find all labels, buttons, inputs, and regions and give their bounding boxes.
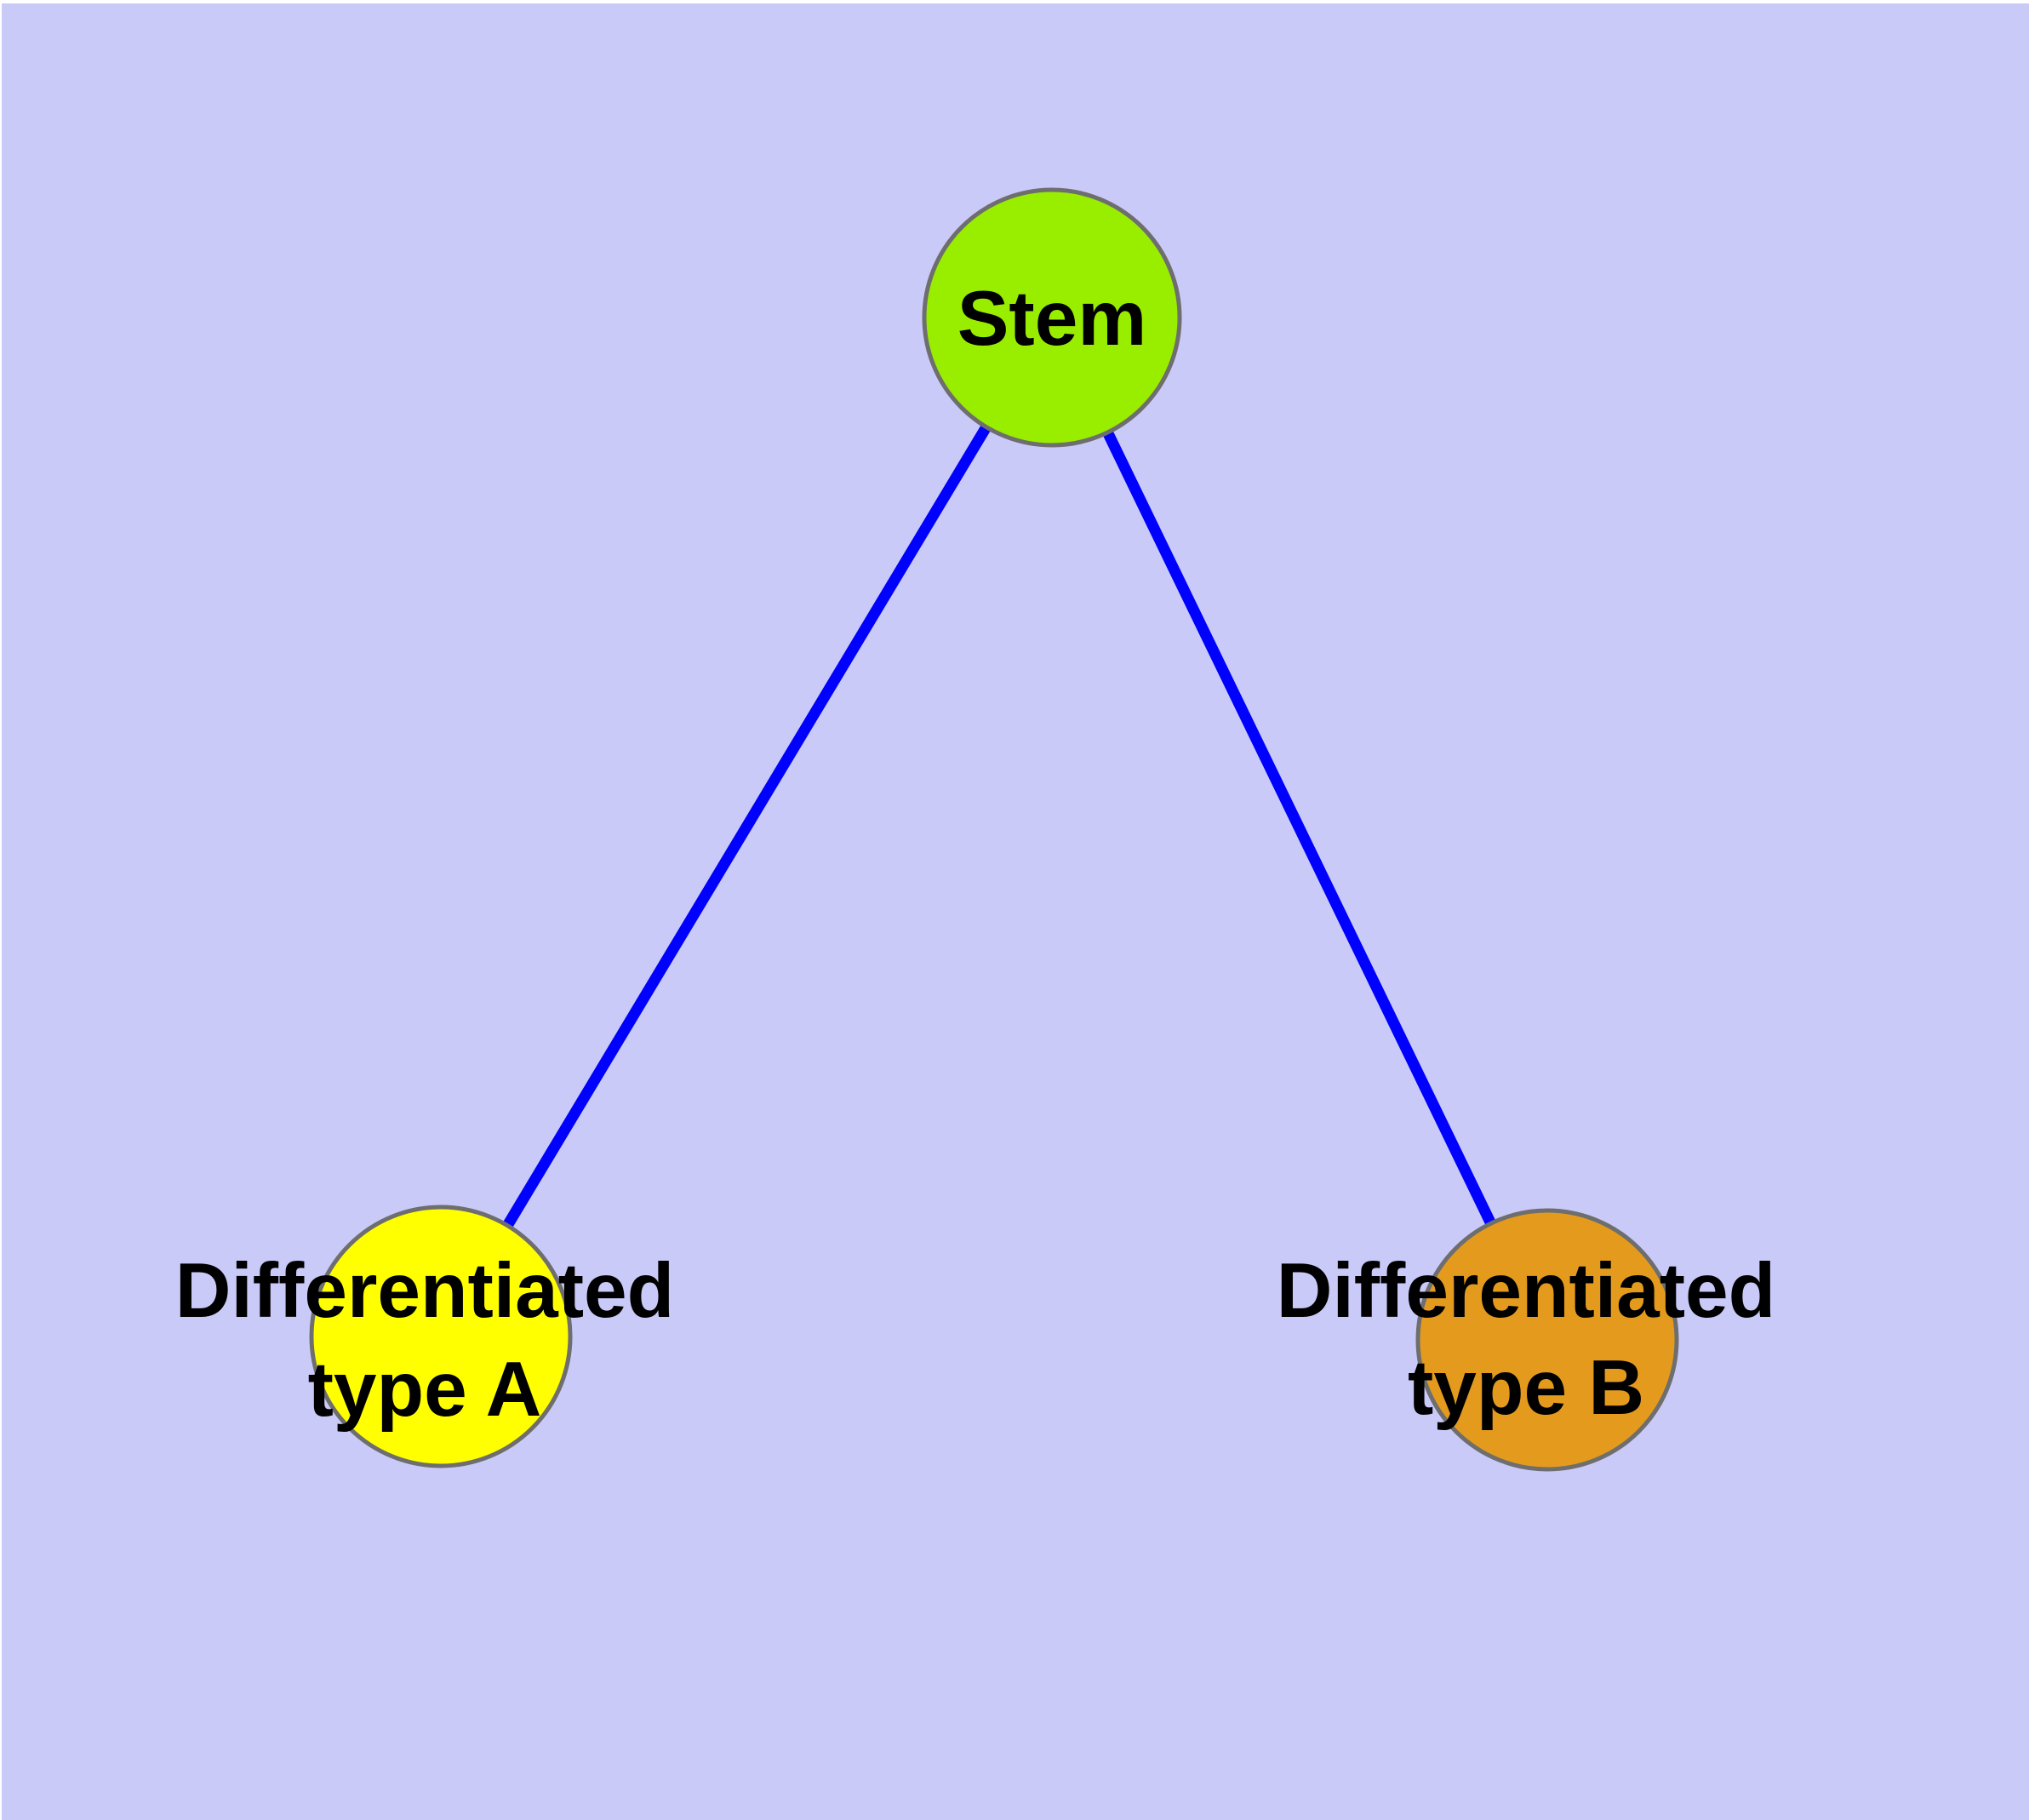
node-type-b-label-line2: type B <box>1408 1345 1644 1431</box>
node-type-a-label-line1: Differentiated <box>175 1248 675 1334</box>
node-type-b-label-line1: Differentiated <box>1277 1248 1776 1334</box>
node-type-b <box>1415 1208 1679 1472</box>
node-stem-label: Stem <box>957 276 1147 362</box>
edge-stem-to-type-b <box>1047 315 1552 1342</box>
node-stem <box>922 187 1182 448</box>
node-type-a-label-line2: type A <box>308 1347 542 1433</box>
edge-stem-to-type-a <box>436 314 1057 1340</box>
node-type-a <box>309 1205 573 1468</box>
